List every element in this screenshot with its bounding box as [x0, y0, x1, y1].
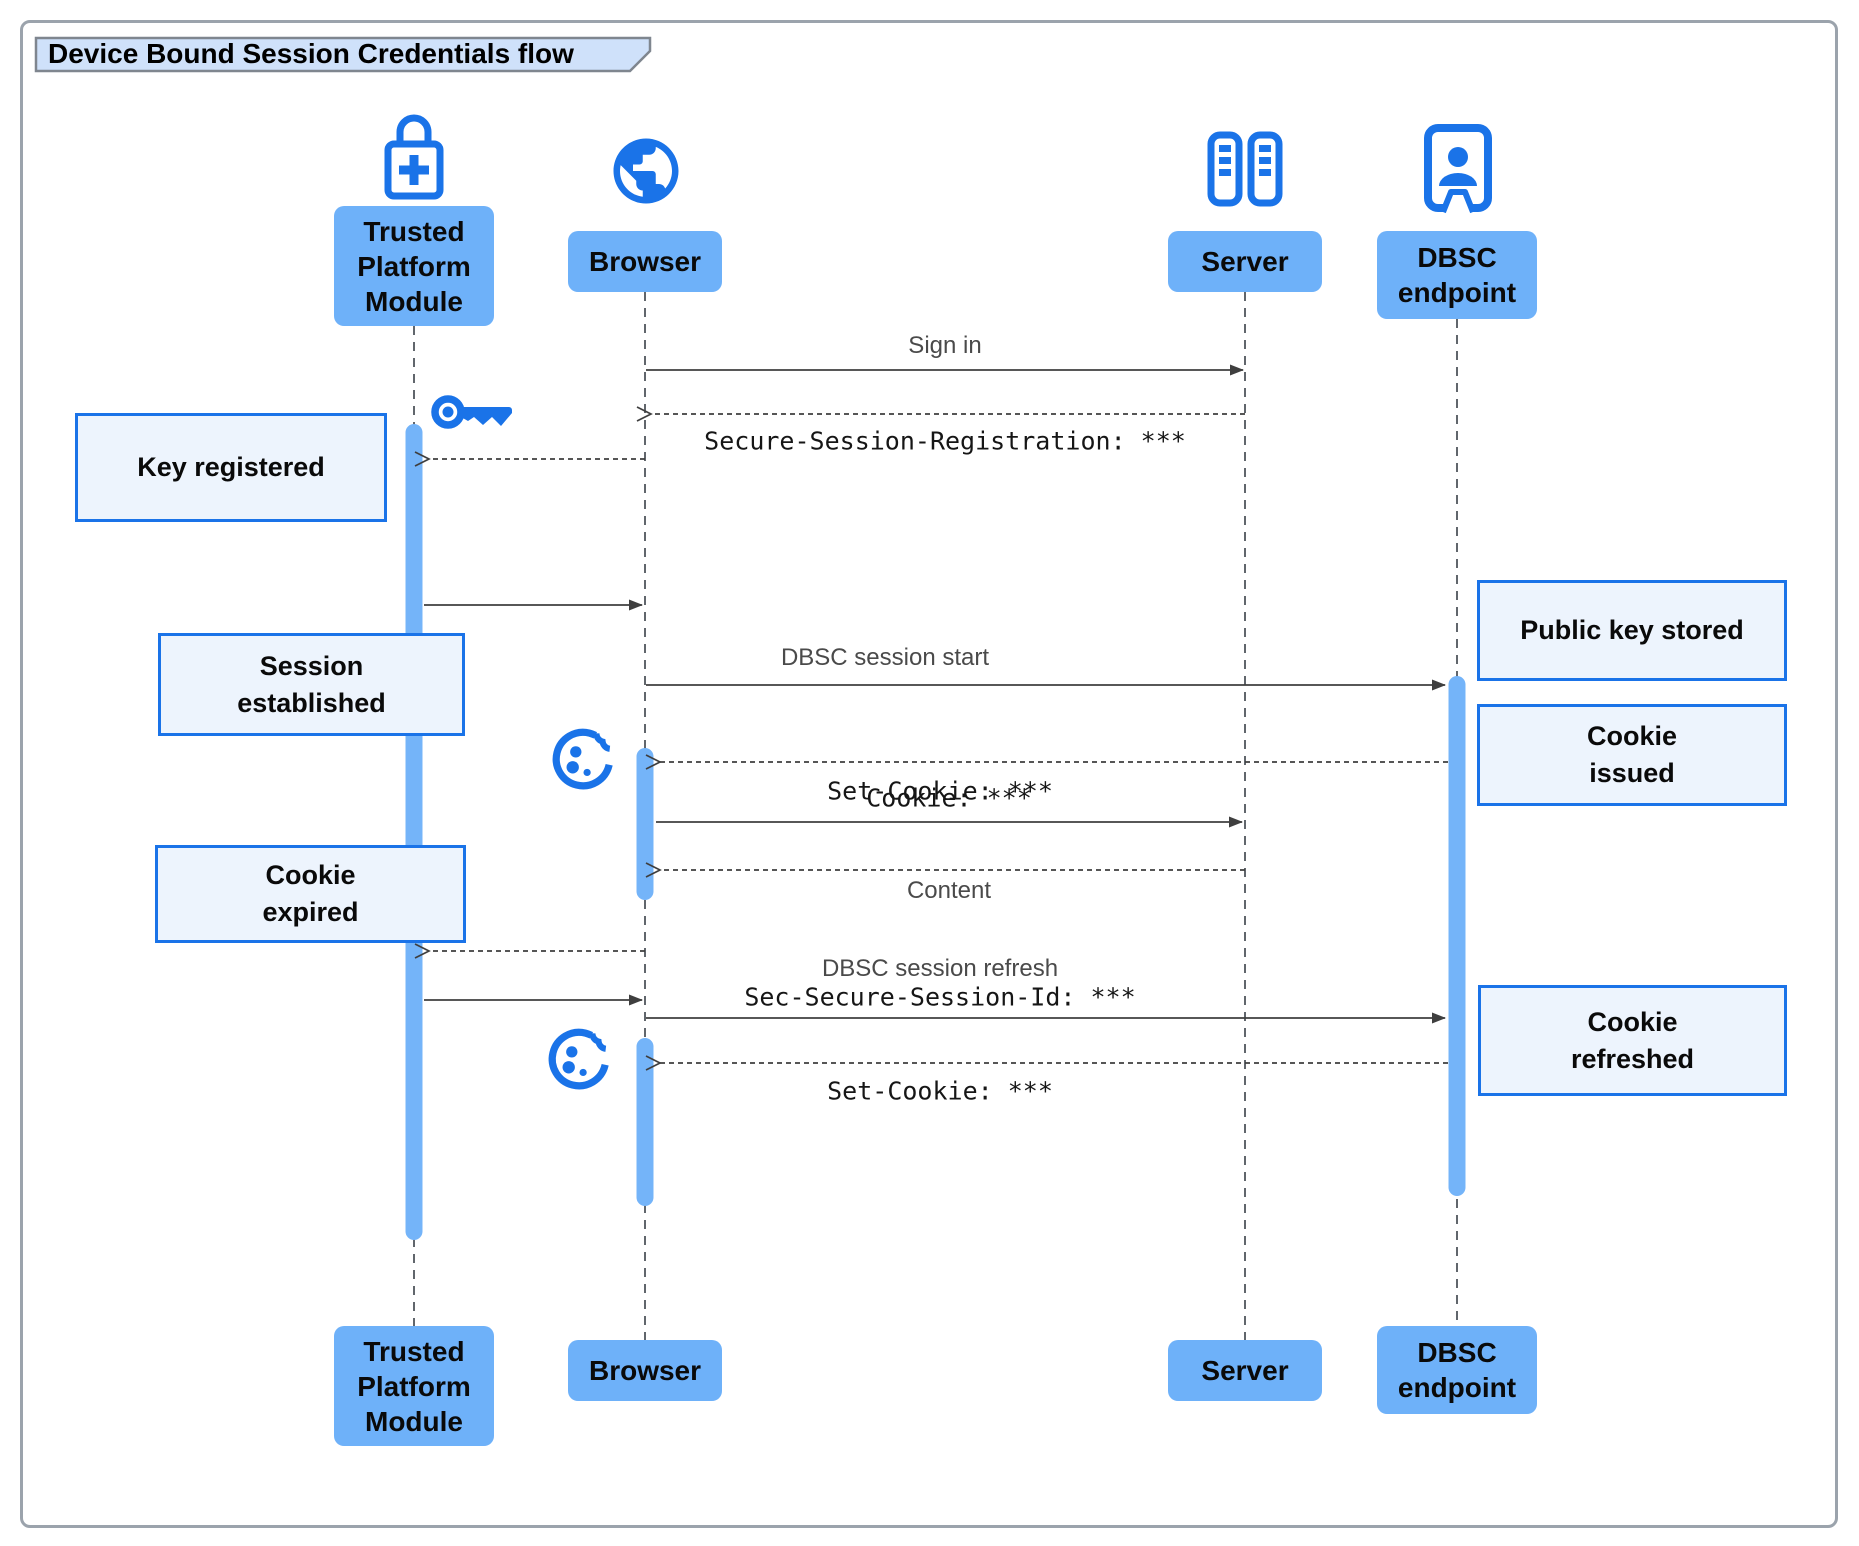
actor-label-line: Server	[1201, 246, 1289, 277]
actor-label-line: Browser	[588, 1355, 702, 1386]
message-label-set-cookie-issued: Set-Cookie: ***	[827, 776, 1053, 806]
cookie-icon	[544, 1022, 614, 1092]
actor-bottom-browser: Browser	[568, 1340, 722, 1401]
note-line: Session	[259, 650, 364, 681]
actor-label-line: endpoint	[1397, 277, 1517, 308]
lock-plus-icon	[378, 106, 450, 202]
message-label-secure-session-registration: Secure-Session-Registration: ***	[704, 426, 1186, 456]
note-line: Cookie	[1587, 1006, 1678, 1037]
note-session-established: Session established	[158, 633, 465, 736]
diagram-title: Device Bound Session Credentials flow	[48, 38, 574, 69]
endpoint-person-icon	[1424, 124, 1492, 214]
message-label-dbsc-session-start: DBSC session start	[780, 644, 990, 671]
note-cookie-expired: Cookie expired	[155, 845, 466, 943]
actor-bottom-tpm: Trusted Platform Module	[334, 1326, 494, 1446]
activation-tpm	[405, 424, 423, 1240]
actor-label-line: Module	[365, 1405, 463, 1437]
actor-top-browser: Browser	[568, 231, 722, 292]
actor-bottom-dbsc-endpoint: DBSC endpoint	[1377, 1326, 1537, 1414]
actor-label-line: Trusted	[363, 215, 465, 247]
note-line: Cookie	[1586, 721, 1678, 751]
message-label-sign-in: Sign in	[908, 332, 982, 359]
message-label-sec-secure-session-id: Sec-Secure-Session-Id: ***	[744, 982, 1136, 1012]
activation-browser-1	[636, 748, 654, 900]
actor-label-line: Platform	[357, 1370, 471, 1402]
title-tab-shape	[34, 36, 652, 73]
actor-label-line: Browser	[588, 246, 702, 277]
title-tab-polygon	[34, 36, 652, 73]
message-label-cookie: Cookie: ***	[866, 783, 1032, 813]
actor-label-line: DBSC	[1417, 1337, 1497, 1368]
cookie-icon	[548, 722, 618, 792]
note-public-key-stored: Public key stored	[1477, 580, 1787, 681]
note-line: issued	[1589, 758, 1675, 788]
actor-bottom-server: Server	[1168, 1340, 1322, 1401]
message-label-content: Content	[906, 877, 992, 904]
note-line: established	[237, 687, 386, 718]
note-line: Cookie	[265, 860, 356, 890]
actor-top-tpm: Trusted Platform Module	[334, 206, 494, 326]
activation-dbsc	[1448, 676, 1466, 1196]
note-line: refreshed	[1570, 1043, 1695, 1074]
actor-top-server: Server	[1168, 231, 1322, 292]
actor-label-line: endpoint	[1397, 1372, 1517, 1403]
actor-label-line: Trusted	[363, 1335, 465, 1367]
actor-label-line: Platform	[357, 250, 471, 282]
actor-label-line: DBSC	[1417, 242, 1497, 273]
key-icon	[430, 384, 514, 440]
actor-label-line: Server	[1201, 1355, 1289, 1386]
note-cookie-issued: Cookie issued	[1477, 704, 1787, 806]
actor-label-line: Module	[365, 285, 463, 317]
note-line: Key registered	[137, 452, 325, 482]
message-label-dbsc-session-refresh: DBSC session refresh	[821, 955, 1059, 982]
globe-icon	[607, 132, 685, 210]
message-label-set-cookie-refreshed: Set-Cookie: ***	[827, 1076, 1053, 1106]
note-key-registered: Key registered	[75, 413, 387, 522]
activation-bars	[405, 424, 1466, 1240]
note-line: Public key stored	[1520, 615, 1744, 645]
actor-top-dbsc-endpoint: DBSC endpoint	[1377, 231, 1537, 319]
diagram-border	[20, 20, 1838, 1528]
message-arrows	[414, 364, 1448, 1071]
activation-browser-2	[636, 1038, 654, 1206]
server-rack-icon	[1205, 130, 1285, 208]
note-line: expired	[262, 897, 359, 927]
note-cookie-refreshed: Cookie refreshed	[1478, 985, 1787, 1096]
